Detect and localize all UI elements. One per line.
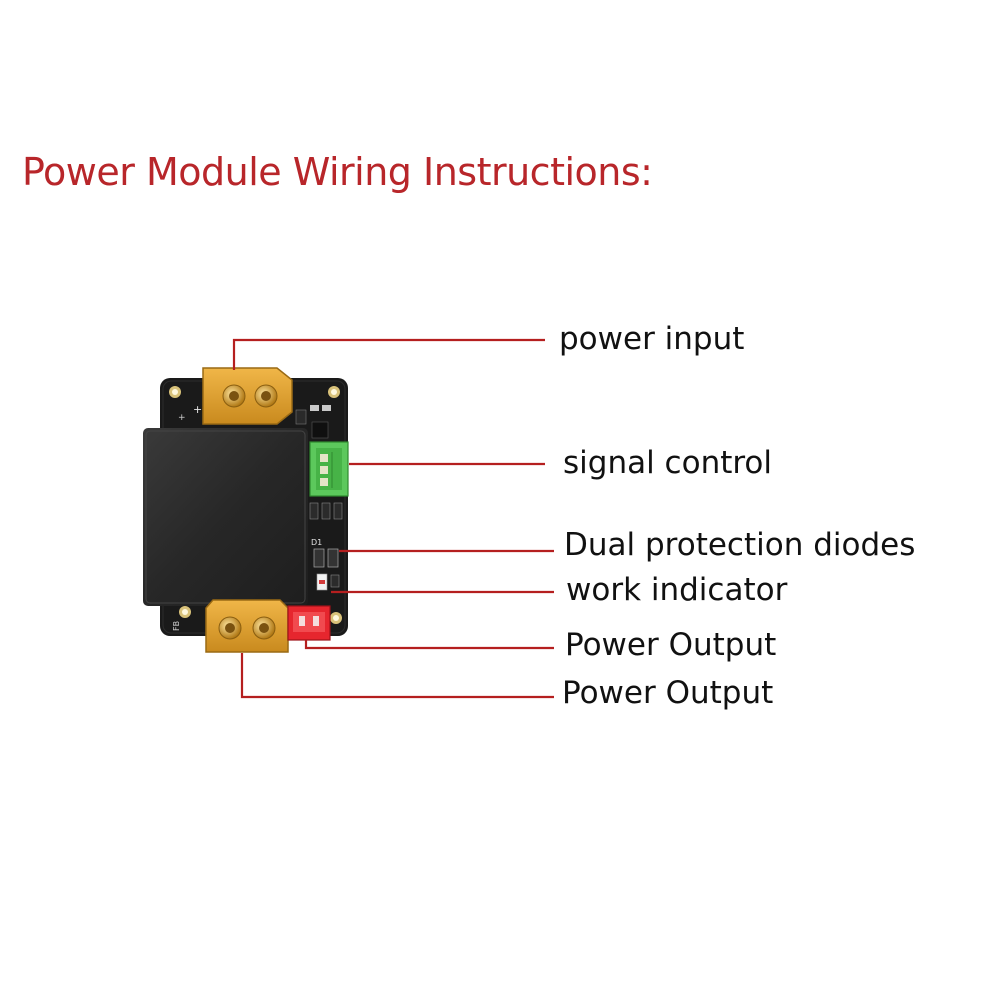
signal-control-connector	[309, 441, 349, 497]
protection-diode	[313, 548, 325, 568]
page-title: Power Module Wiring Instructions:	[22, 150, 653, 194]
inductor-block	[143, 428, 308, 606]
label-power-input: power input	[559, 321, 745, 357]
input-polarity-mark: +	[193, 403, 202, 416]
leader-power-input	[232, 338, 545, 370]
leader-power-output-xt60	[240, 653, 554, 699]
ic-chip	[311, 421, 329, 439]
input-xt60-connector	[202, 367, 293, 425]
leader-lines	[232, 338, 554, 699]
output-silkscreen: FB	[172, 621, 181, 631]
label-power-output-jst: Power Output	[565, 627, 777, 663]
label-dual-protection-diodes: Dual protection diodes	[564, 527, 916, 563]
leader-power-output-jst	[304, 640, 554, 650]
label-power-output-xt60: Power Output	[562, 675, 774, 711]
input-polarity-mark-alt: +	[178, 413, 186, 423]
output-xt60-connector	[205, 599, 289, 653]
jst-output-connector	[287, 605, 331, 641]
diode-silkscreen: D1	[311, 538, 322, 547]
label-signal-control: signal control	[563, 445, 773, 481]
protection-diode	[327, 548, 339, 568]
label-work-indicator: work indicator	[566, 572, 788, 608]
